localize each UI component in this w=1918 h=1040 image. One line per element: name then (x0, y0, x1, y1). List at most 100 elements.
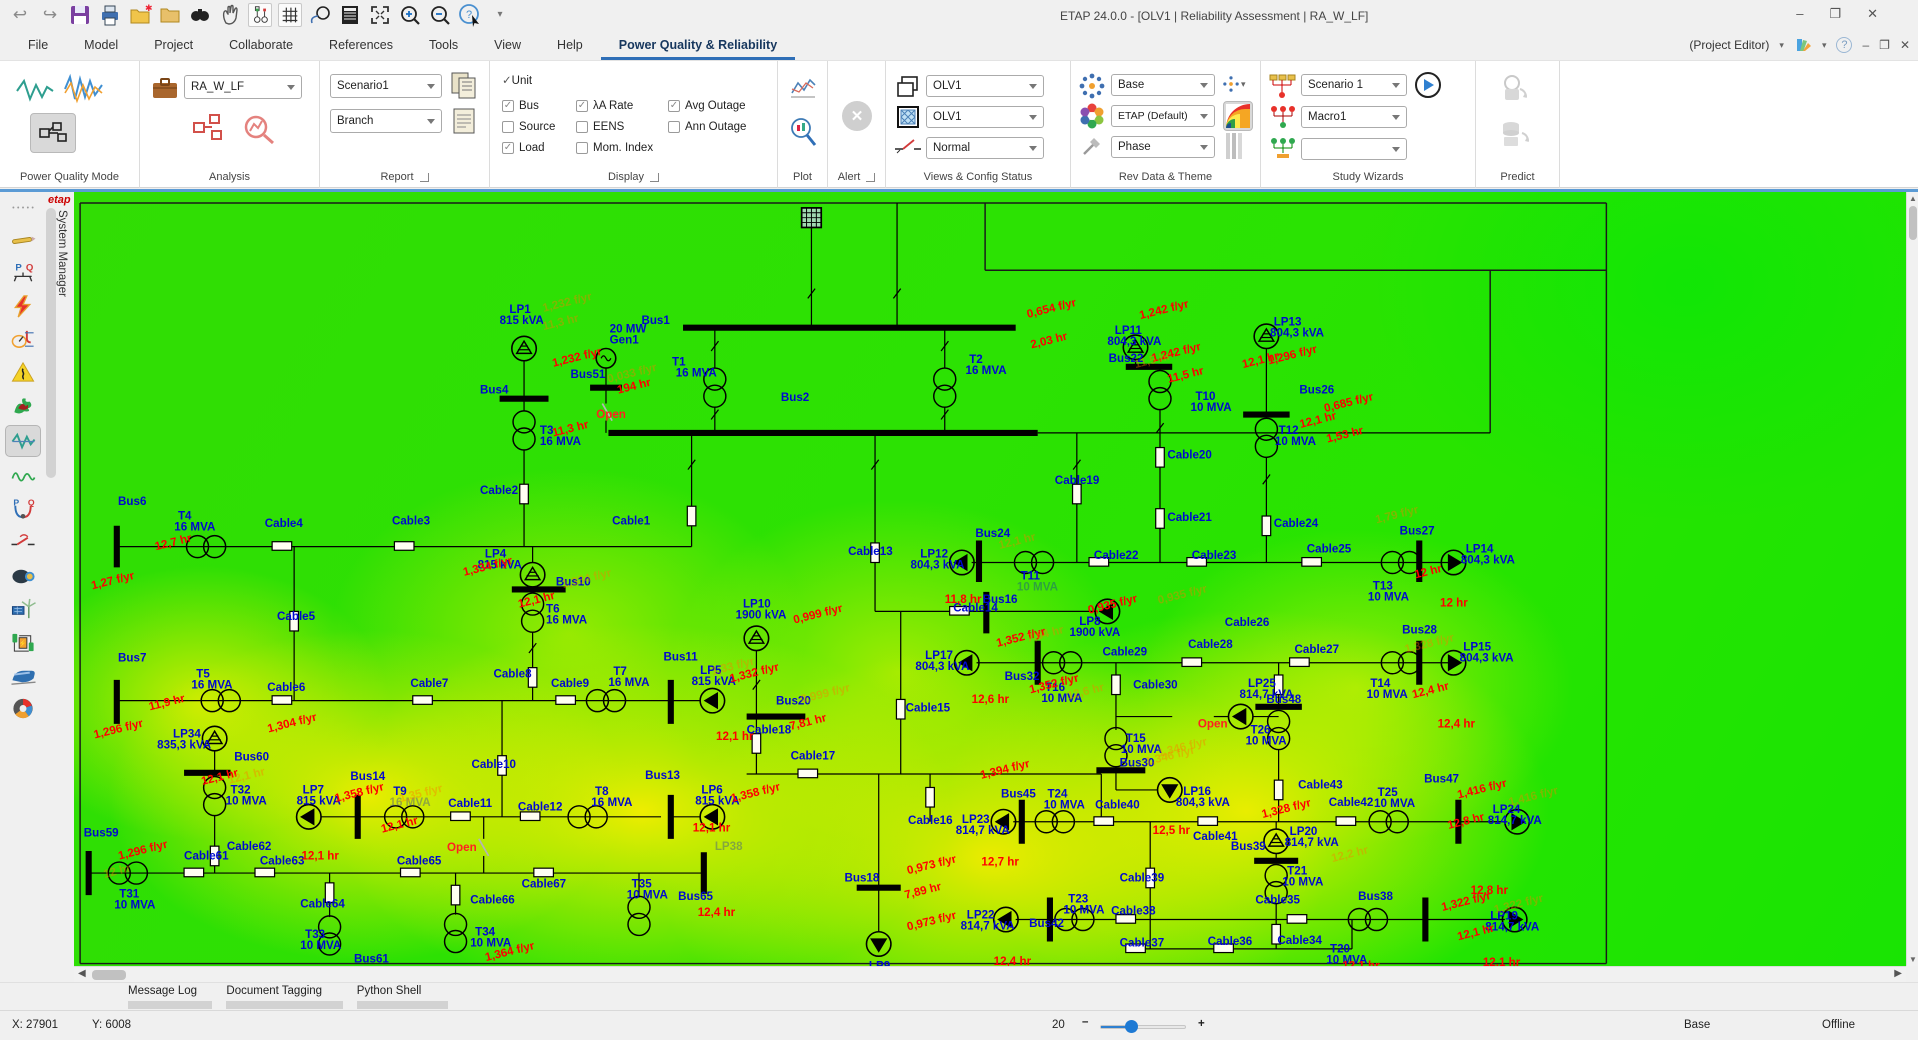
cable-symbol[interactable] (1071, 483, 1082, 505)
display-checkbox--a-rate[interactable]: ✓λA Rate (576, 97, 653, 114)
transformer-symbol[interactable] (185, 534, 210, 559)
load-symbol[interactable] (1501, 906, 1528, 933)
cable-symbol[interactable] (686, 505, 697, 527)
transformer-symbol[interactable] (1254, 417, 1279, 441)
load-symbol[interactable] (1122, 334, 1149, 361)
report-format-combo[interactable]: Branch (330, 109, 442, 133)
transformer-symbol[interactable] (1397, 651, 1422, 675)
cable-symbol[interactable] (797, 768, 819, 779)
load-symbol[interactable] (1227, 703, 1254, 730)
transformer-symbol[interactable] (933, 367, 957, 391)
contour-button[interactable] (1223, 101, 1253, 131)
breaker-tick[interactable] (687, 459, 696, 470)
cable-symbol[interactable] (412, 695, 433, 705)
cable-symbol[interactable] (399, 867, 421, 878)
grid-icon[interactable] (278, 3, 302, 27)
sidebar-motor-acceleration-icon[interactable] (8, 563, 38, 589)
transformer-symbol[interactable] (317, 932, 342, 956)
cable-symbol[interactable] (393, 541, 415, 551)
transformer-symbol[interactable] (1041, 651, 1066, 675)
minimize-icon[interactable]: – (1796, 6, 1804, 21)
cable-symbol[interactable] (271, 695, 293, 705)
transformer-symbol[interactable] (443, 912, 468, 937)
transformer-symbol[interactable] (1013, 550, 1038, 575)
zoom-slider[interactable] (1100, 1020, 1186, 1033)
system-manager-scrollbar[interactable] (46, 208, 56, 478)
horizontal-scrollbar[interactable]: ◀ ▶ (74, 966, 1906, 982)
transformer-symbol[interactable] (107, 861, 131, 885)
transformer-symbol[interactable] (1380, 651, 1405, 675)
load-symbol[interactable] (201, 725, 228, 752)
transformer-symbol[interactable] (627, 912, 651, 937)
breaker-tick[interactable] (710, 409, 719, 420)
cable-symbol[interactable] (1301, 556, 1323, 567)
sidebar-renewables-icon[interactable] (8, 596, 38, 622)
menu-item-help[interactable]: Help (557, 38, 583, 52)
cable-symbol[interactable] (209, 845, 220, 867)
theme-fan-icon[interactable] (1794, 37, 1812, 53)
find-icon[interactable] (188, 3, 212, 27)
expand-dialog-icon[interactable] (866, 172, 876, 182)
transformer-symbol[interactable] (627, 895, 651, 920)
cable-symbol[interactable] (1197, 816, 1219, 826)
cable-symbol[interactable] (289, 610, 300, 632)
transformer-symbol[interactable] (317, 915, 342, 939)
project-editor-label[interactable]: (Project Editor) (1689, 38, 1770, 52)
transformer-symbol[interactable] (1380, 550, 1405, 575)
sidebar-switching-icon[interactable] (8, 530, 38, 556)
cable-symbol[interactable] (533, 867, 555, 878)
presentation-combo[interactable]: OLV1 (926, 75, 1044, 97)
zoom-in-icon[interactable] (398, 3, 422, 27)
cable-symbol[interactable] (1125, 943, 1146, 954)
menu-item-collaborate[interactable]: Collaborate (229, 38, 294, 52)
cable-symbol[interactable] (1186, 556, 1208, 567)
transformer-symbol[interactable] (1266, 709, 1291, 734)
system-manager-tab[interactable]: System Manager (56, 210, 68, 297)
cable-symbol[interactable] (870, 542, 880, 564)
cable-symbol[interactable] (1145, 867, 1156, 889)
macro-combo[interactable]: Macro1 (1301, 106, 1407, 128)
breaker-tick[interactable] (1155, 422, 1165, 434)
open-project-icon[interactable] (158, 3, 182, 27)
breaker-tick[interactable] (870, 459, 880, 470)
chevron-down-icon[interactable]: ▾ (1821, 39, 1827, 50)
transformer-symbol[interactable] (933, 384, 957, 408)
cable-symbol[interactable] (1155, 446, 1165, 468)
transformer-symbol[interactable] (1071, 907, 1095, 932)
dashboard-combo[interactable]: OLV1 (926, 106, 1044, 128)
display-checkbox-ann-outage[interactable]: Ann Outage (668, 118, 746, 135)
checkbox-icon[interactable] (502, 120, 514, 133)
breaker-tick[interactable] (528, 642, 537, 654)
waveform-multi-icon[interactable] (64, 73, 104, 105)
checkbox-icon[interactable]: ✓ (576, 99, 588, 112)
cable-symbol[interactable] (1271, 923, 1282, 945)
fit-page-icon[interactable] (368, 3, 392, 27)
load-symbol[interactable] (1440, 649, 1467, 676)
checkbox-icon[interactable] (576, 141, 588, 154)
scroll-up-icon[interactable]: ▲ (1909, 194, 1917, 203)
cable-symbol[interactable] (1289, 657, 1310, 668)
transformer-symbol[interactable] (1254, 434, 1279, 459)
transformer-symbol[interactable] (512, 427, 536, 451)
checkbox-icon[interactable]: ✓ (502, 99, 514, 112)
transformer-symbol[interactable] (602, 688, 627, 713)
reliability-mode-button[interactable] (30, 113, 76, 153)
analysis-report-icon[interactable] (240, 111, 276, 145)
redo-icon[interactable]: ↪ (38, 3, 62, 27)
bottom-tab-document-tagging[interactable]: Document Tagging (226, 985, 323, 997)
cable-symbol[interactable] (324, 882, 335, 904)
sidebar-harmonics-icon[interactable] (8, 464, 38, 490)
cable-symbol[interactable] (1286, 914, 1308, 924)
load-symbol[interactable] (953, 649, 980, 676)
breaker-tick[interactable] (1262, 474, 1271, 485)
display-checkbox-mom-index[interactable]: Mom. Index (576, 139, 653, 156)
config-status-combo[interactable]: Normal (926, 137, 1044, 159)
open-switch-blade[interactable] (601, 403, 613, 422)
cable-symbol[interactable] (450, 884, 461, 906)
theme-wheel-icon[interactable] (1079, 103, 1105, 129)
transformer-symbol[interactable] (202, 775, 227, 800)
load-symbol[interactable] (1156, 776, 1183, 803)
load-symbol[interactable] (948, 549, 975, 576)
help-pointer-icon[interactable]: ? (458, 3, 482, 27)
